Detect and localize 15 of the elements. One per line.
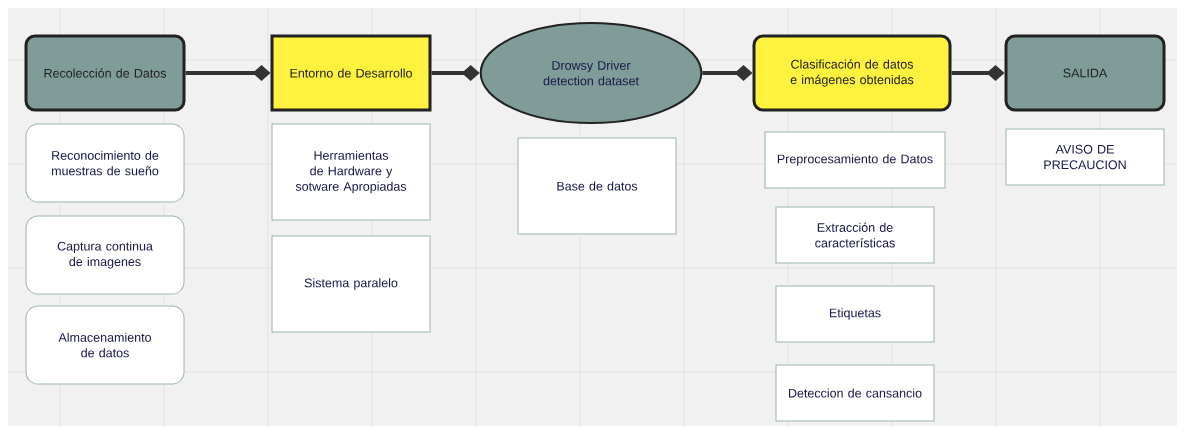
item-box: Almacenamiento de datos <box>25 305 185 385</box>
item-box: Preprocesamiento de Datos <box>764 131 946 189</box>
item-box: Sistema paralelo <box>271 235 431 333</box>
item-box: Captura continua de imagenes <box>25 215 185 295</box>
header-box: SALIDA <box>1004 34 1166 112</box>
header-box: Entorno de Desarrollo <box>270 34 432 112</box>
header-box: Recolección de Datos <box>24 34 186 112</box>
item-box: AVISO DE PRECAUCION <box>1005 128 1165 186</box>
item-box: Base de datos <box>517 137 677 235</box>
item-box: Deteccion de cansancio <box>775 364 935 422</box>
item-box: Reconocimiento de muestras de sueño <box>25 123 185 203</box>
item-box: Extracción de características <box>775 206 935 264</box>
item-box: Etiquetas <box>775 285 935 343</box>
header-box: Clasificación de datos e imágenes obtenidas <box>752 34 952 112</box>
item-box: Herramientas de Hardware y sotware Apropiadas <box>271 123 431 221</box>
